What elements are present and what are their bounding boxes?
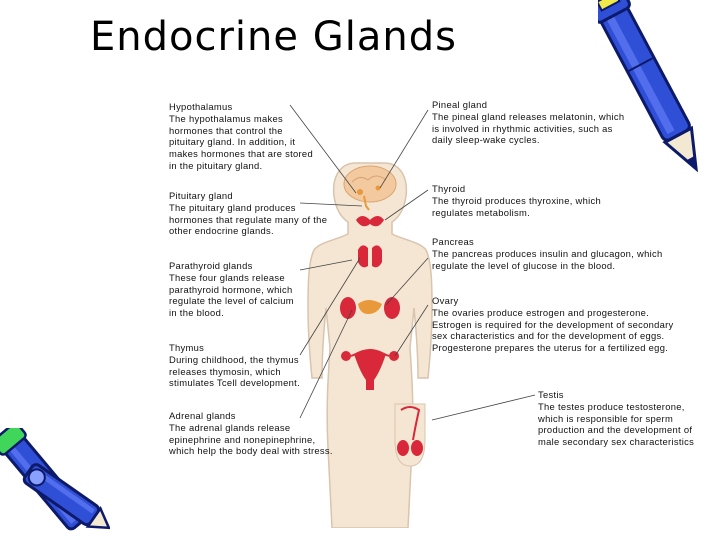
gland-description: These four glands release parathyroid ho… (169, 271, 294, 319)
thymus-gland (358, 245, 382, 268)
gland-label-hypothalamus: Hypothalamus The hypothalamus makes horm… (169, 101, 313, 172)
thyroid-gland (356, 216, 384, 227)
gland-description: During childhood, the thymus releases th… (169, 353, 300, 389)
gland-description: The pancreas produces insulin and glucag… (432, 247, 663, 271)
gland-description: The ovaries produce estrogen and progest… (432, 306, 674, 354)
pen-icon-bottom-left-2 (22, 463, 110, 530)
gland-description: The pineal gland releases melatonin, whi… (432, 110, 625, 146)
gland-name: Testis (538, 389, 564, 400)
gland-label-thyroid: Thyroid The thyroid produces thyroxine, … (432, 183, 601, 218)
slide-title: Endocrine Glands (90, 14, 457, 60)
testis-diagram (394, 403, 426, 467)
brain (343, 165, 397, 203)
gland-name: Adrenal glands (169, 410, 236, 421)
adrenal-gland-left (340, 297, 356, 319)
pineal-gland (375, 185, 381, 191)
gland-name: Thymus (169, 342, 205, 353)
gland-name: Pancreas (432, 236, 475, 247)
gland-name: Parathyroid glands (169, 260, 253, 271)
gland-label-pineal: Pineal gland The pineal gland releases m… (432, 99, 624, 146)
hypothalamus-gland (357, 189, 363, 195)
gland-description: The thyroid produces thyroxine, which re… (432, 194, 601, 218)
gland-label-pituitary: Pituitary gland The pituitary gland prod… (169, 190, 327, 237)
gland-description: The testes produce testosterone, which i… (538, 400, 695, 448)
pancreas (358, 300, 382, 314)
ovary-left (341, 351, 351, 361)
gland-label-parathyroid: Parathyroid glands These four glands rel… (169, 260, 294, 319)
gland-label-pancreas: Pancreas The pancreas produces insulin a… (432, 236, 662, 271)
gland-description: The adrenal glands release epinephrine a… (169, 421, 333, 457)
gland-name: Pituitary gland (169, 190, 233, 201)
gland-label-thymus: Thymus During childhood, the thymus rele… (169, 342, 300, 389)
gland-name: Thyroid (432, 183, 466, 194)
gland-name: Ovary (432, 295, 459, 306)
gland-label-testis: Testis The testes produce testosterone, … (538, 389, 694, 448)
gland-description: The pituitary gland produces hormones th… (169, 201, 328, 237)
gland-description: The hypothalamus makes hormones that con… (169, 112, 313, 171)
gland-name: Hypothalamus (169, 101, 233, 112)
gland-name: Pineal gland (432, 99, 488, 110)
uterus (354, 349, 386, 390)
pituitary-gland (363, 195, 370, 211)
gland-label-adrenal: Adrenal glands The adrenal glands releas… (169, 410, 333, 457)
pen-icon-top-right (598, 0, 699, 173)
gland-label-ovary: Ovary The ovaries produce estrogen and p… (432, 295, 674, 354)
